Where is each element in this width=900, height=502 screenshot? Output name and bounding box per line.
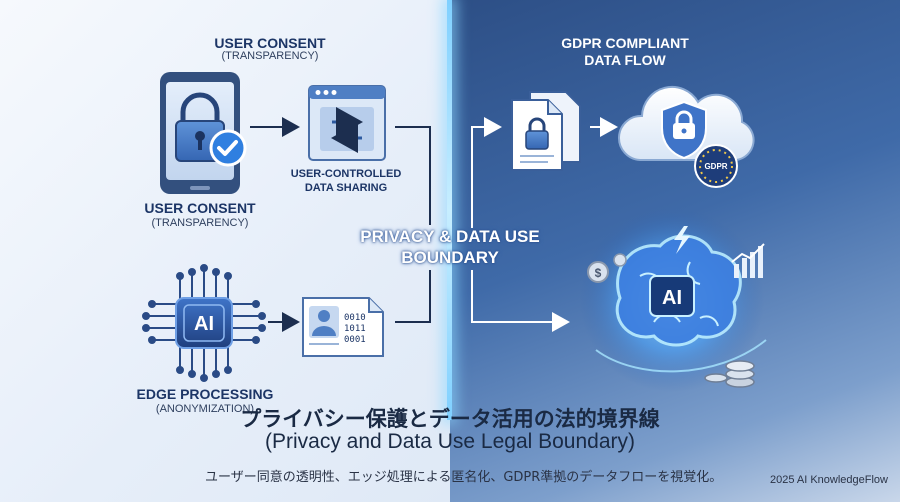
ai-chip-text: AI: [194, 313, 214, 335]
phone-caption-title: USER CONSENT: [144, 200, 256, 216]
binary-line-3: 0001: [344, 335, 366, 345]
check-badge-icon: [209, 129, 247, 167]
ai-brain-text: AI: [662, 287, 682, 309]
sharing-label-line2: DATA SHARING: [304, 182, 388, 194]
gdpr-title-line1: GDPR COMPLIANT: [561, 35, 689, 51]
sharing-label-line1: USER-CONTROLLED: [290, 168, 402, 180]
coin-symbol: $: [595, 266, 602, 280]
top-left-subtitle: (TRANSPARENCY): [221, 50, 319, 62]
boundary-label-line2: BOUNDARY: [401, 248, 499, 267]
gdpr-seal-icon: [694, 144, 738, 188]
footer-credit: 2025 AI KnowledgeFlow: [769, 474, 888, 486]
boundary-label-line1: PRIVACY & DATA USE: [360, 227, 540, 246]
phone-caption-subtitle: (TRANSPARENCY): [151, 217, 249, 229]
edge-processing-title: EDGE PROCESSING: [136, 386, 274, 402]
top-left-title: USER CONSENT: [214, 35, 326, 51]
coin-small-icon: [613, 253, 627, 267]
anonymized-id-card-icon: [302, 297, 384, 357]
energy-swirl: [595, 339, 767, 373]
connector-boundary-to-documents: [471, 117, 502, 228]
gdpr-title-line2: DATA FLOW: [584, 52, 666, 68]
cloud-shield-icon: [618, 85, 755, 161]
connector-edge-to-boundary: [395, 270, 431, 323]
binary-line-1: 0010: [344, 313, 366, 323]
ai-chip-icon: [142, 264, 266, 382]
ai-chip-inner-frame: [183, 304, 225, 342]
coin-stack-icon: [704, 360, 755, 388]
exchange-arrows-icon: [331, 107, 363, 153]
gdpr-seal-text: GDPR: [704, 162, 727, 171]
growth-chart-icon: [731, 243, 765, 278]
coin-icon: [587, 261, 609, 283]
footer-title-jp: プライバシー保護とデータ活用の法的境界線: [240, 407, 660, 431]
ai-brain-icon: [615, 234, 742, 347]
lightning-icon: [674, 226, 690, 254]
locked-documents-icon: [511, 91, 581, 171]
edge-processing-subtitle: (ANONYMIZATION): [155, 403, 255, 415]
ai-chip-body: [175, 297, 233, 349]
footer-title-en: (Privacy and Data Use Legal Boundary): [264, 430, 636, 453]
boundary-divider-line: [447, 0, 452, 420]
footer-caption: ユーザー同意の透明性、エッジ処理による匿名化、GDPR準拠のデータフローを視覚化…: [205, 470, 723, 485]
connector-sharing-to-boundary: [395, 126, 431, 225]
connector-boundary-to-ai-brain: [471, 270, 570, 332]
binary-line-2: 1011: [344, 324, 366, 334]
